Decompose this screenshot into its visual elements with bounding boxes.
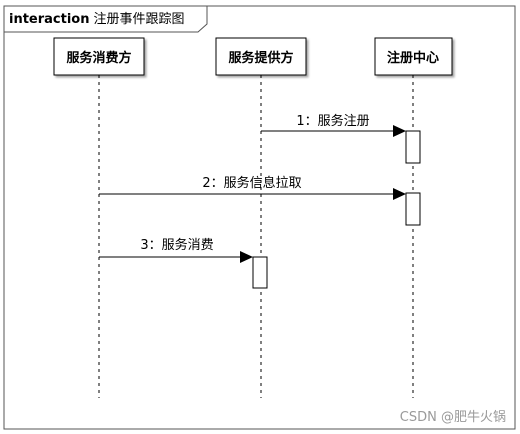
participant-box bbox=[53, 37, 145, 76]
message-1: 1：服务注册 bbox=[261, 113, 406, 137]
message-label: 2：服务信息拉取 bbox=[202, 175, 301, 191]
watermark-text: CSDN @肥牛火锅 bbox=[400, 409, 506, 425]
frame-keyword: interaction bbox=[9, 12, 90, 27]
participant-label: 服务提供方 bbox=[228, 50, 293, 66]
frame-title-tab bbox=[3, 5, 208, 33]
participant-registry: 注册中心 bbox=[374, 37, 453, 76]
activation-provider-1 bbox=[252, 256, 268, 289]
participant-label: 注册中心 bbox=[387, 50, 439, 66]
message-2: 2：服务信息拉取 bbox=[99, 175, 406, 200]
participant-provider: 服务提供方 bbox=[215, 37, 307, 76]
participant-label: 服务消费方 bbox=[66, 50, 131, 66]
message-label: 3：服务消费 bbox=[140, 237, 213, 253]
message-3: 3：服务消费 bbox=[99, 237, 253, 263]
participant-consumer: 服务消费方 bbox=[53, 37, 145, 76]
message-arrowhead bbox=[393, 188, 406, 200]
message-label: 1：服务注册 bbox=[296, 113, 369, 129]
message-arrowhead bbox=[393, 125, 406, 137]
activation-registry-1 bbox=[405, 130, 421, 164]
activation-registry-2 bbox=[405, 192, 421, 226]
interaction-frame bbox=[3, 5, 516, 430]
frame-name: 注册事件跟踪图 bbox=[94, 12, 185, 27]
participant-box bbox=[215, 37, 307, 76]
participant-box bbox=[374, 37, 453, 76]
frame-title: interaction 注册事件跟踪图 bbox=[9, 12, 185, 27]
message-arrowhead bbox=[240, 251, 253, 263]
